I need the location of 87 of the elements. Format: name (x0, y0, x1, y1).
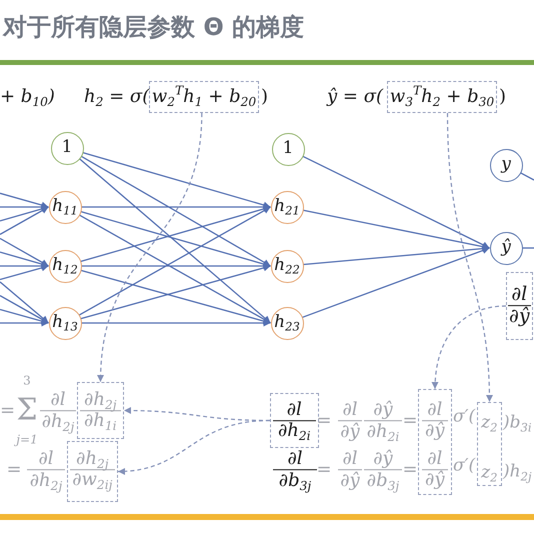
summation-sign: Σ (16, 394, 38, 426)
formula-text: h$_{2}$ = σ( (84, 87, 150, 107)
equals-sign: = (316, 411, 332, 431)
arrow (82, 152, 271, 208)
arrow (82, 204, 270, 210)
fraction-numerator: ∂l (27, 449, 65, 470)
dashed-arrow (118, 420, 270, 475)
equals-sign: = (316, 460, 332, 480)
arrow (0, 192, 49, 208)
fraction-numerator: ∂l (338, 400, 362, 421)
dashed-box (506, 272, 533, 340)
fraction-numerator: ∂l (273, 449, 317, 470)
arrow (80, 156, 271, 267)
arrow (82, 262, 270, 270)
fraction-numerator: ∂h$_{2j}$ (70, 449, 115, 470)
fraction-denominator: ∂ŷ (339, 470, 361, 490)
neuron-circle: y (490, 148, 522, 182)
arrow (302, 156, 490, 249)
fraction-denominator: ∂w$_{2ij}$ (71, 470, 114, 490)
fraction-denominator: ∂ŷ (339, 422, 361, 442)
fraction-denominator: ∂h$_{2j}$ (28, 470, 64, 490)
equals-sign: = (402, 411, 418, 431)
fraction-denominator: ∂b$_{3j}$ (366, 470, 400, 490)
dashed-arrow (97, 112, 202, 382)
fraction-numerator: ∂h$_{2j}$ (80, 390, 121, 411)
formula-text: σ′( (453, 456, 476, 476)
formula-text: )h$_{2j}$ (503, 462, 532, 482)
arrow (79, 158, 271, 324)
neuron-circle: 1 (50, 132, 84, 164)
neuron-circle: h$_{11}$ (48, 190, 82, 224)
arrow (82, 320, 270, 326)
arrow (0, 262, 48, 270)
fraction-denominator: ∂ŷ (424, 421, 446, 442)
arrow (0, 238, 49, 267)
arrow (0, 204, 48, 210)
summation-limit: j=1 (16, 433, 38, 447)
fraction-numerator: ∂l (422, 449, 448, 470)
arrow (0, 206, 49, 235)
summation-limit: 3 (23, 374, 31, 388)
connector-line (522, 247, 534, 249)
dashed-box (77, 382, 124, 439)
fraction-denominator: ∂ŷ (424, 470, 446, 490)
arrow (302, 247, 490, 318)
dashed-arrow (446, 112, 493, 402)
neuron-circle: h$_{23}$ (270, 306, 304, 340)
fraction-numerator: ∂l (338, 449, 362, 470)
formula-text: ŷ = σ( (327, 87, 384, 107)
formula-text: ) (261, 87, 268, 107)
formula-text: z$_{2}$ (481, 413, 498, 432)
dashed-box: w$_{2}$$^{T}$h$_{1}$ + b$_{20}$ (149, 81, 259, 113)
connector-line (520, 172, 534, 181)
dashed-box (67, 441, 118, 502)
fraction-denominator: ∂h$_{1i}$ (82, 411, 118, 432)
fraction-numerator: ∂l (508, 284, 531, 306)
equals-sign: = (6, 460, 22, 480)
neuron-circle: 1 (272, 132, 304, 166)
fraction-numerator: ∂l (40, 390, 76, 411)
formula-text: z$_{2}$ (481, 463, 498, 482)
fraction-denominator: ∂b$_{3j}$ (278, 470, 312, 490)
fraction-numerator: ∂ŷ (364, 400, 402, 421)
equals-sign: = (402, 460, 418, 480)
fraction-numerator: ∂l (422, 400, 448, 421)
equals-sign: = (0, 401, 16, 421)
fraction-numerator: ∂ŷ (364, 449, 402, 470)
fraction-numerator: ∂l (272, 400, 316, 421)
slide-title: 对于所有隐层参数 Θ 的梯度 (3, 12, 304, 43)
fraction-denominator: ∂h$_{2i}$ (366, 422, 400, 442)
formula-text: σ′( (453, 408, 476, 426)
fraction-denominator: ∂ŷ (508, 306, 531, 328)
neuron-circle: h$_{22}$ (270, 250, 304, 282)
formula-text: + b$_{10}$) (0, 87, 55, 107)
arrow (0, 264, 49, 280)
dashed-box: w$_{3}$$^{T}$h$_{2}$ + b$_{30}$ (387, 81, 497, 113)
neuron-circle: h$_{12}$ (48, 250, 82, 282)
neuron-circle: h$_{13}$ (48, 306, 82, 340)
neuron-circle: h$_{21}$ (270, 190, 304, 224)
dashed-box (418, 389, 452, 495)
dashed-box (477, 402, 502, 486)
arrow (0, 320, 48, 326)
formula-text: )b$_{3i}$ (503, 414, 532, 432)
fraction-denominator: ∂h$_{2j}$ (40, 412, 76, 432)
formula-text: ) (499, 87, 506, 107)
fraction-denominator: ∂h$_{2i}$ (276, 421, 312, 442)
arrow (0, 281, 49, 324)
dashed-box (270, 393, 319, 448)
neuron-circle: ŷ (490, 232, 522, 264)
dashed-arrow (432, 305, 506, 390)
